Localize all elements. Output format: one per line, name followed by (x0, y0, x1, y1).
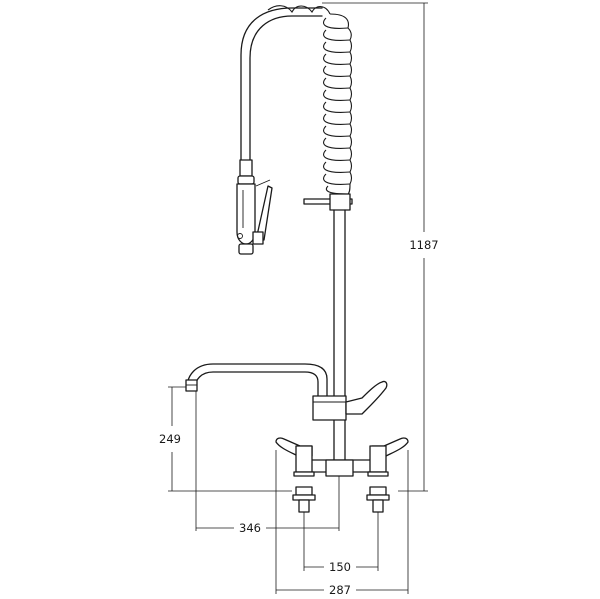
spray-head-button (237, 233, 243, 239)
spout-outlet-aerator (185, 379, 198, 392)
deck-bridge (302, 459, 381, 477)
spray-head-ring (237, 175, 255, 185)
flexible-hose (240, 7, 323, 161)
spray-trigger-pivot (252, 231, 264, 245)
left-tap-nut (295, 486, 313, 496)
right-tap-nut (369, 486, 387, 496)
spout-valve-body (312, 380, 388, 421)
spring-coil-back (329, 13, 353, 195)
swivel-body (312, 395, 347, 421)
spout-upper-edge (186, 363, 328, 397)
left-tap-body (295, 445, 313, 473)
dimension-lines (168, 2, 428, 594)
dimension-label-overall-width: 287 (329, 583, 351, 597)
dimension-label-tap-centres: 150 (329, 560, 351, 574)
left-tap-assembly (275, 437, 316, 513)
support-arm-clamp (329, 193, 351, 211)
dimension-labels: 1187 249 346 150 287 (159, 238, 439, 597)
dimension-label-overall-height: 1187 (409, 238, 438, 252)
spring-coil (267, 5, 353, 195)
right-tap-tail (372, 499, 384, 513)
spray-head-collar (239, 159, 253, 177)
hose-support-arm (303, 193, 353, 211)
spray-head-nozzle (238, 243, 254, 255)
right-tap-flange (367, 471, 389, 477)
dimension-label-spout-height: 249 (159, 432, 181, 446)
hose-outer-edge (240, 7, 323, 161)
spray-lock-clip (255, 179, 271, 187)
spray-head-body (236, 183, 256, 245)
right-tap-assembly (366, 437, 409, 513)
riser-pipe (333, 209, 346, 461)
left-tap-flange (293, 471, 315, 477)
right-tap-body (369, 445, 387, 473)
left-tap-washer (292, 494, 316, 501)
swivel-spout (185, 363, 328, 397)
dimension-label-spout-reach: 346 (239, 521, 261, 535)
pre-rinse-valve-lever[interactable] (345, 380, 388, 415)
left-tap-tail (298, 499, 310, 513)
spout-lower-edge (194, 371, 319, 397)
bridge-center-block (325, 459, 354, 477)
right-tap-washer (366, 494, 390, 501)
spray-head (236, 159, 273, 255)
hose-inner-edge (249, 15, 323, 161)
support-arm-bar (303, 198, 353, 205)
spring-coil-loops (267, 5, 351, 195)
